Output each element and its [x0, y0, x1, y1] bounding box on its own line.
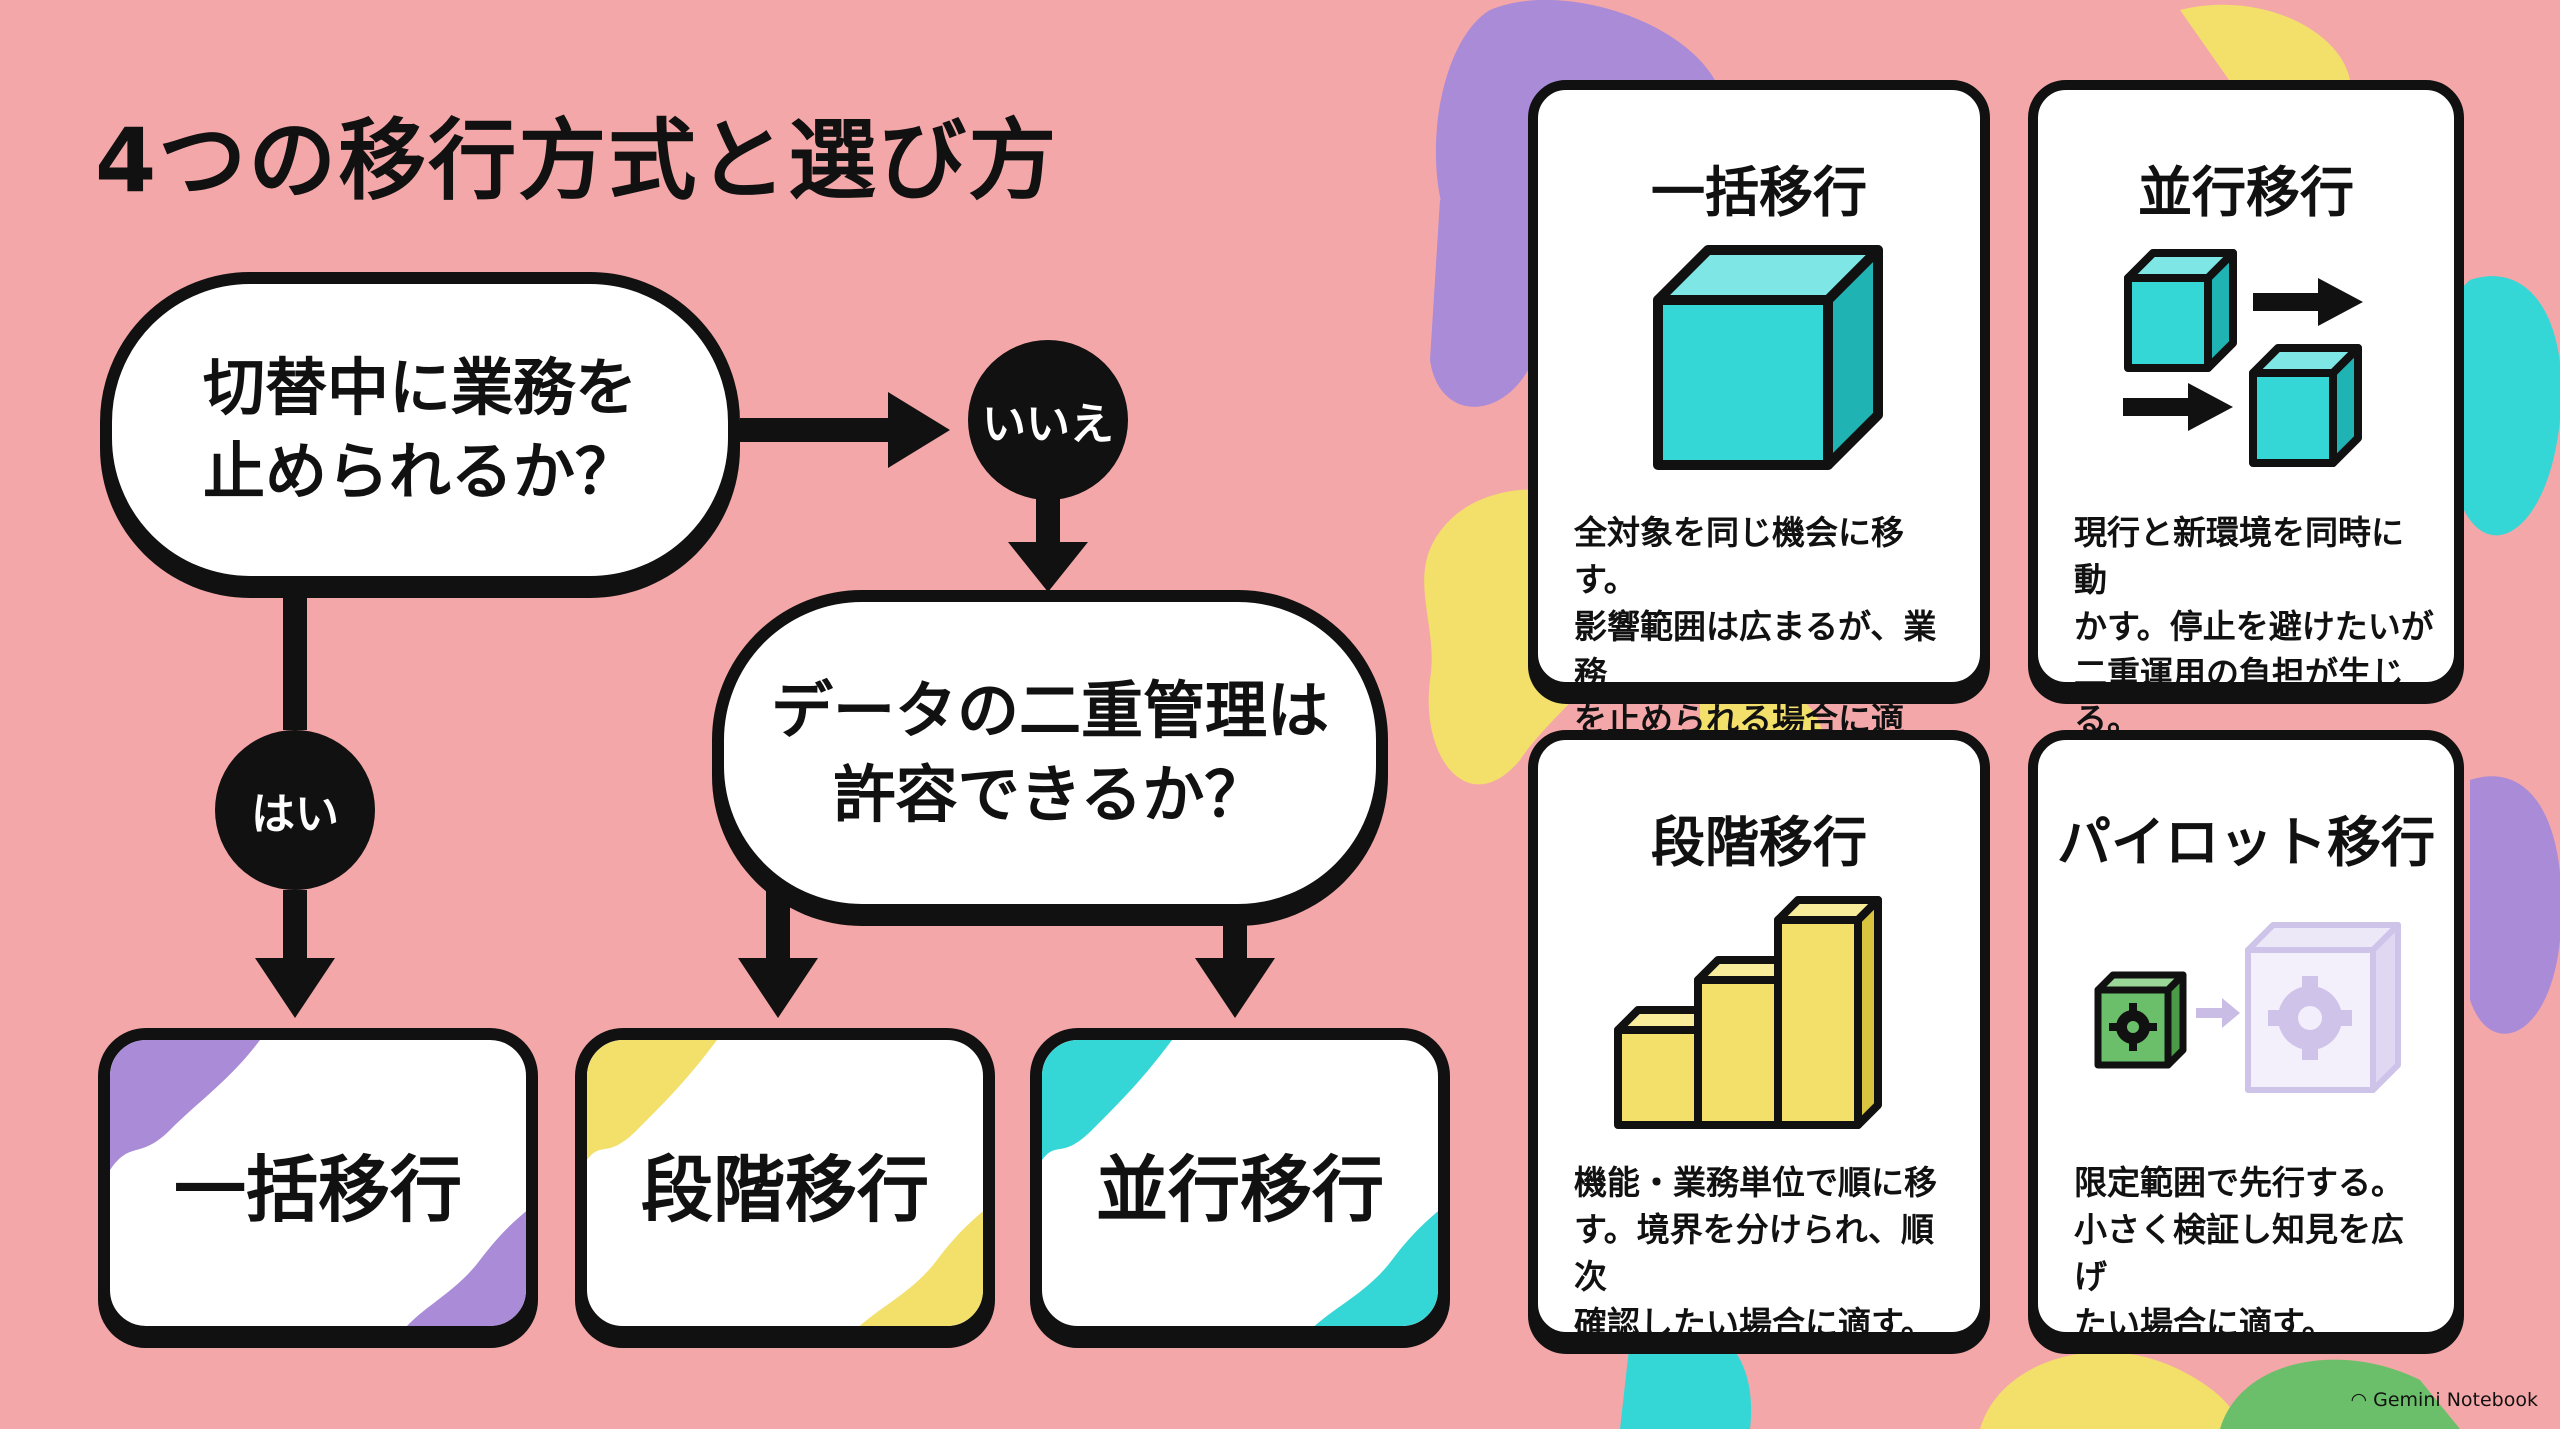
card-phased-desc-line: 機能・業務単位で順に移	[1574, 1163, 1937, 1202]
card-parallel-desc-line: かす。停止を避けたいが	[2074, 606, 2434, 646]
purple-blob-decoration	[110, 1040, 526, 1326]
card-pilot-desc-line: 小さく検証し知見を広げ	[2074, 1209, 2404, 1296]
footer-brand-label: Gemini Notebook	[2373, 1389, 2538, 1411]
question2-line2: 許容できるか？	[833, 758, 1267, 831]
card-pilot-desc: 限定範囲で先行する。 小さく検証し知見を広げ たい場合に適す。	[2074, 1160, 2434, 1347]
card-big-bang-desc-line: 全対象を同じ機会に移す。	[1574, 513, 1904, 599]
single-cube-icon	[1653, 245, 1883, 470]
card-pilot-desc-line: たい場合に適す。	[2074, 1303, 2335, 1343]
card-pilot: パイロット移行 限定範囲で先行する。 小さく検証し知見を広げ たい場合に適す。	[2028, 730, 2464, 1343]
card-phased: 段階移行 機能・業務単位で順に移 す。境界を分けられ、順次 確認したい場合に適す…	[1528, 730, 1990, 1343]
answer-no-badge: いいえ	[968, 340, 1128, 500]
card-phased-desc: 機能・業務単位で順に移 す。境界を分けられ、順次 確認したい場合に適す。	[1574, 1160, 1960, 1347]
cyan-blob-decoration	[1042, 1040, 1438, 1326]
card-phased-desc-line: す。境界を分けられ、順次	[1574, 1209, 1935, 1296]
result-parallel-label: 並行移行	[1095, 1147, 1384, 1232]
card-phased-desc-line: 確認したい場合に適す。	[1574, 1303, 1934, 1343]
result-big-bang-label: 一括移行	[173, 1147, 462, 1232]
answer-yes-badge: はい	[215, 730, 375, 890]
card-pilot-desc-line: 限定範囲で先行する。	[2074, 1163, 2404, 1202]
result-parallel: 並行移行	[1030, 1028, 1450, 1338]
card-parallel-desc: 現行と新環境を同時に動 かす。停止を避けたいが 二重運用の負担が生じる。	[2074, 510, 2434, 744]
card-parallel: 並行移行 現行と新環境を同時に動 かす。停止を避けたいが 二重運用の負担が生じる…	[2028, 80, 2464, 739]
notebook-logo-icon: ◠	[2350, 1389, 2368, 1411]
card-parallel-desc-line: 現行と新環境を同時に動	[2074, 513, 2404, 599]
result-phased: 段階移行	[575, 1028, 995, 1338]
question2-line1: データの二重管理は	[770, 674, 1329, 748]
card-big-bang: 一括移行 全対象を同じ機会に移す。 影響範囲は広まるが、業務 を止められる場合に…	[1528, 80, 1990, 786]
card-big-bang-title: 一括移行	[1651, 161, 1867, 224]
question1-line1: 切替中に業務を	[202, 351, 637, 425]
parallel-cubes-icon	[2123, 249, 2363, 467]
stairs-blocks-icon	[1614, 896, 1882, 1129]
yellow-blob-decoration	[587, 1040, 983, 1326]
pilot-gear-cube-icon	[2094, 922, 2401, 1093]
page-title: 4つの移行方式と選び方	[95, 109, 1059, 212]
question-dual-data-node: データの二重管理は許容できるか？	[712, 590, 1388, 916]
card-phased-title: 段階移行	[1651, 811, 1867, 874]
result-phased-label: 段階移行	[640, 1147, 929, 1232]
card-parallel-title: 並行移行	[2138, 161, 2354, 224]
question-stop-business-node: 切替中に業務を止められるか？	[100, 272, 740, 588]
question1-line2: 止められるか？	[202, 435, 637, 508]
card-big-bang-desc-line: 影響範囲は広まるが、業務	[1574, 606, 1937, 693]
result-big-bang: 一括移行	[98, 1028, 538, 1338]
card-pilot-title: パイロット移行	[2057, 811, 2435, 874]
footer-brand: ◠ Gemini Notebook	[2351, 1389, 2538, 1411]
